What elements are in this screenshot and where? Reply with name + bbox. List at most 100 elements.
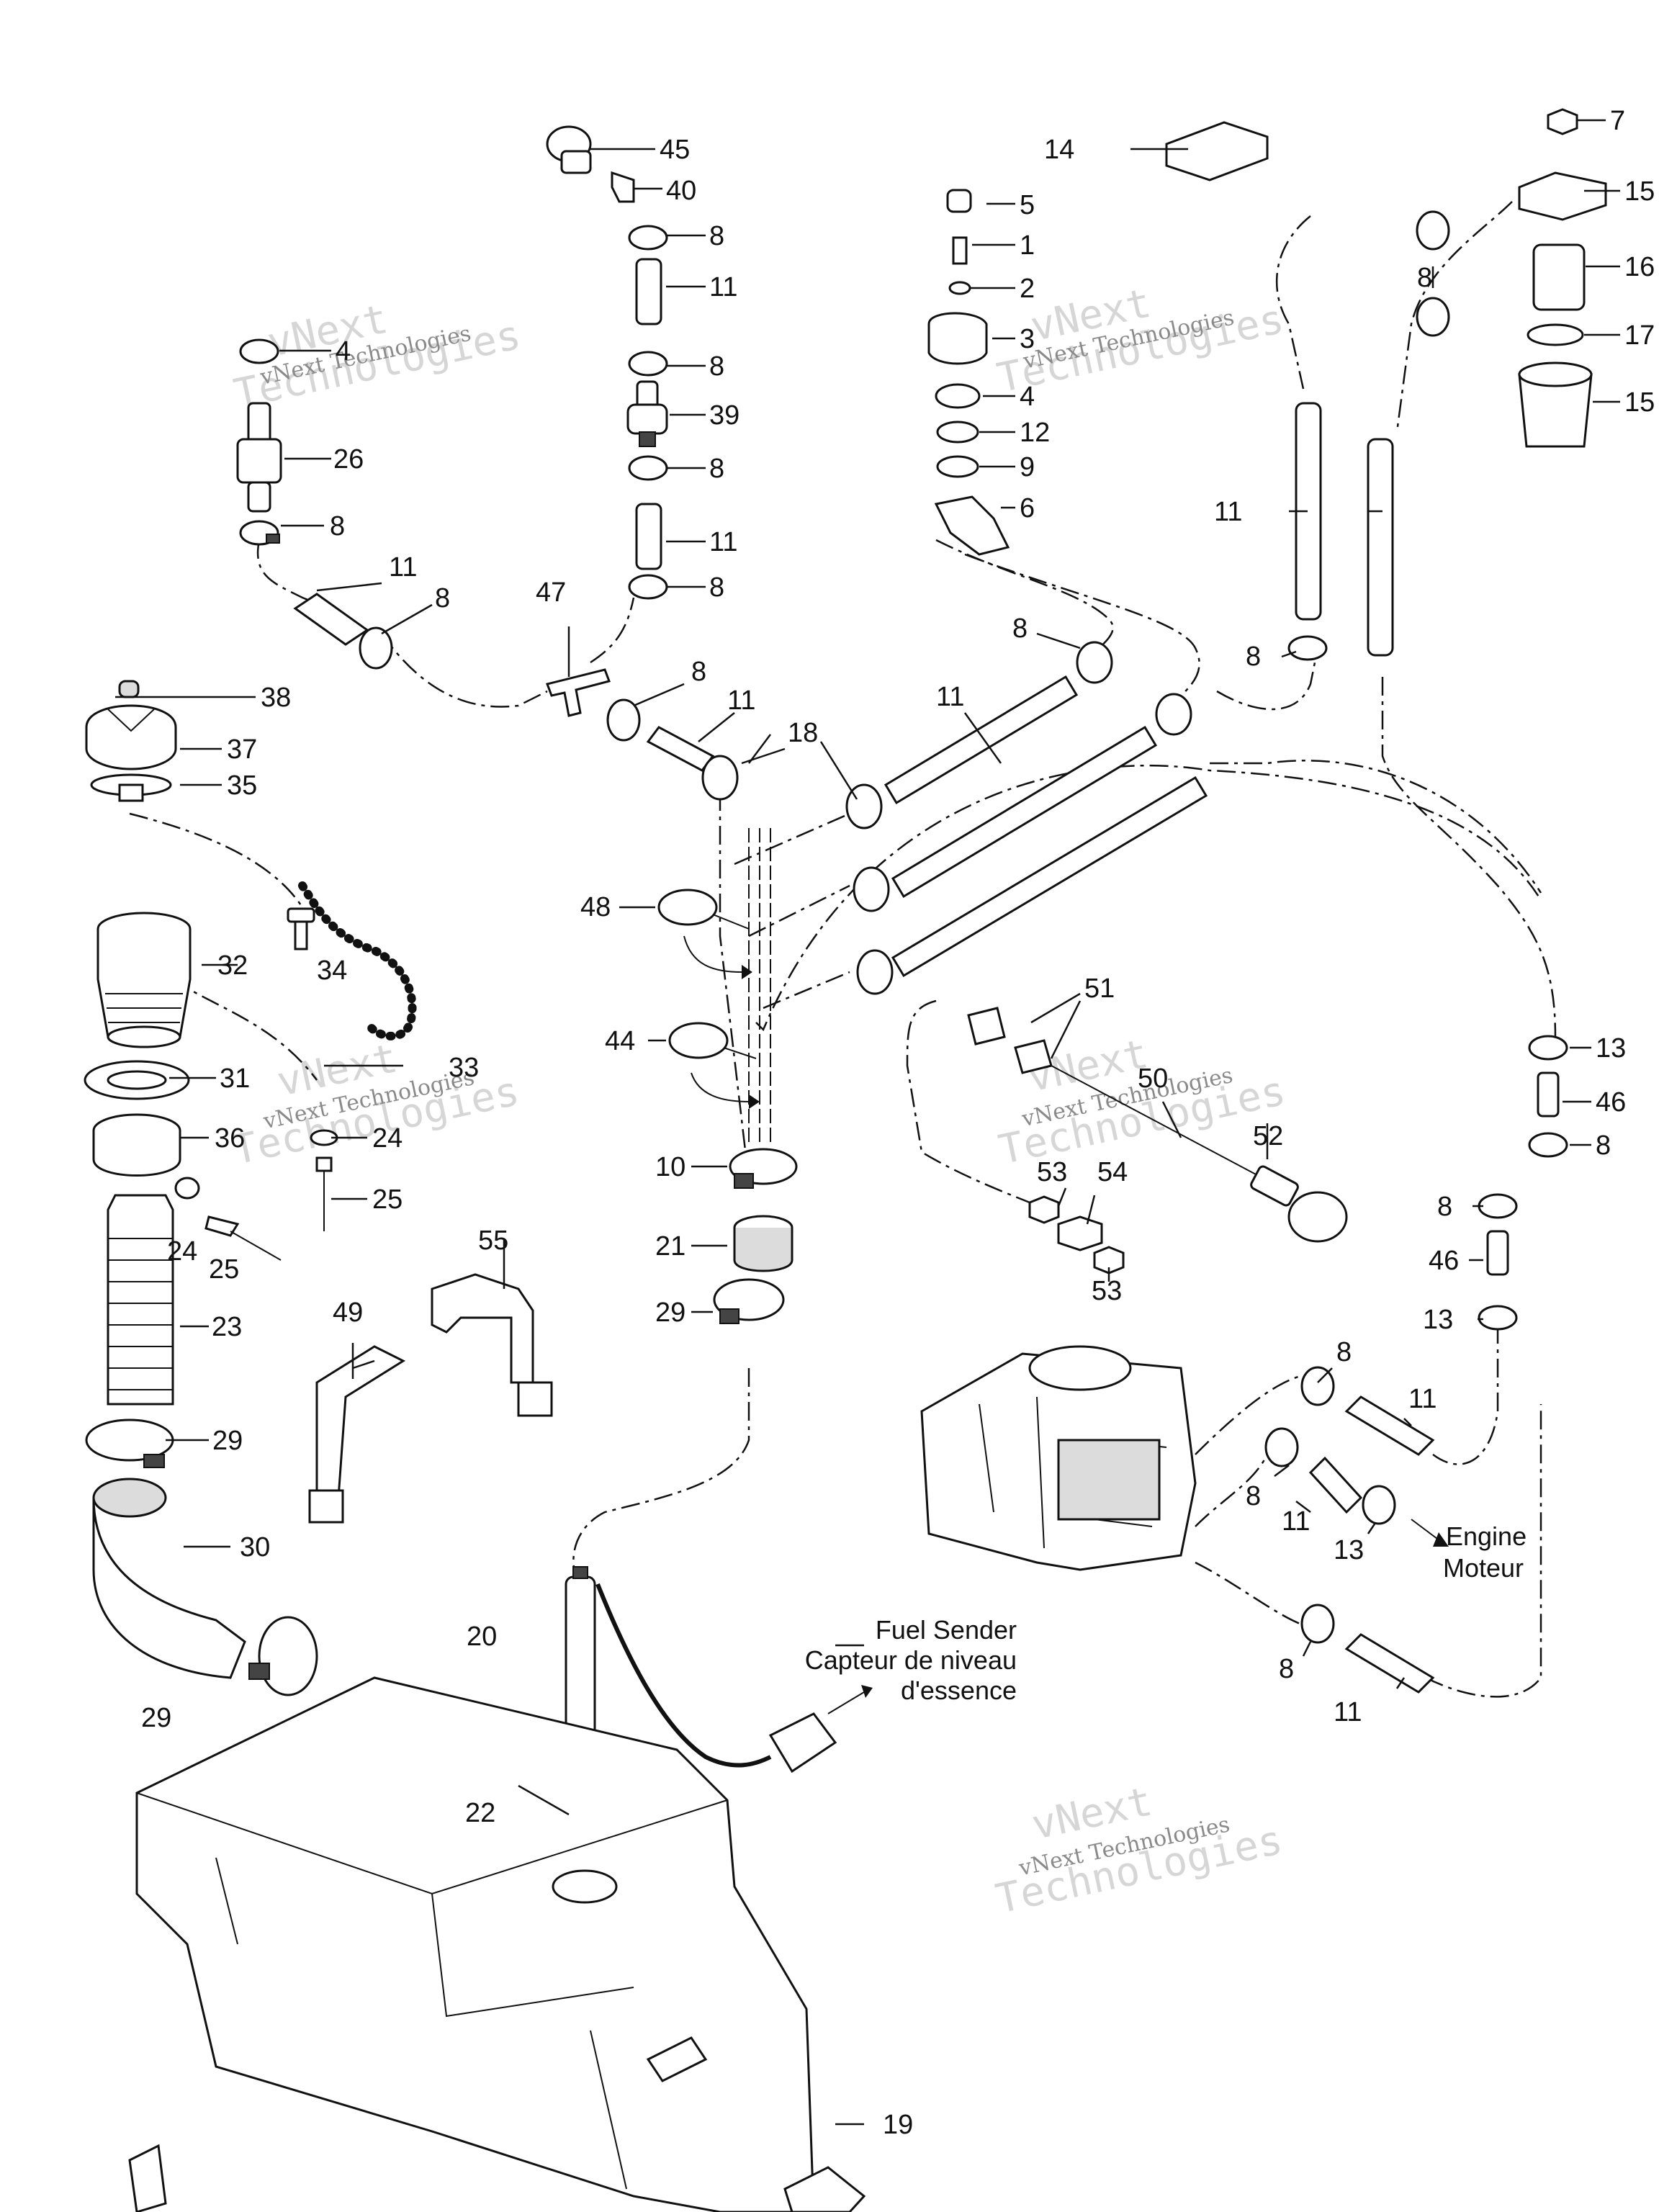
clamp-8ra-band — [1528, 1132, 1568, 1158]
part-label-8: 8 — [1246, 1481, 1261, 1511]
carburetor-pump — [1057, 1439, 1161, 1521]
route-line — [1210, 760, 1542, 894]
part-label-51: 51 — [1084, 974, 1115, 1004]
route-line — [719, 792, 750, 1182]
part-label-1: 1 — [1020, 230, 1035, 261]
gasket-31 — [84, 1060, 190, 1100]
screw-1 — [952, 236, 968, 265]
clamp-29c-screw — [719, 1308, 739, 1324]
part-label-11: 11 — [1214, 497, 1242, 527]
part-label-8: 8 — [691, 657, 706, 687]
nut-36 — [92, 1113, 181, 1177]
sender-20-terminals — [572, 1566, 588, 1579]
part-label-22: 22 — [465, 1798, 495, 1828]
grommet-21 — [733, 1215, 793, 1272]
arrow-icon — [861, 1685, 873, 1698]
fuel-filler-cap-37 — [85, 704, 177, 770]
strap-44-loop — [668, 1022, 729, 1059]
fuel-sender-note-line2: Capteur de niveau — [805, 1645, 1017, 1675]
part-label-25: 25 — [372, 1184, 403, 1215]
carburetor-throat — [1028, 1345, 1132, 1391]
nut-53-b — [1093, 1246, 1125, 1274]
part-label-15: 15 — [1624, 176, 1655, 207]
part-label-32: 32 — [217, 950, 248, 981]
strap-49 — [308, 1345, 406, 1524]
elbow-hose-30 — [92, 1478, 246, 1679]
fuel-line-routing — [129, 201, 1557, 1698]
carburetor — [920, 1345, 1197, 1571]
part-label-21: 21 — [655, 1231, 685, 1262]
clamp-8-c5 — [606, 698, 641, 742]
route-line — [1395, 201, 1513, 433]
route-line — [1425, 1404, 1542, 1698]
part-label-10: 10 — [655, 1152, 685, 1182]
part-label-8: 8 — [1437, 1192, 1452, 1222]
valve-39-body — [626, 403, 668, 435]
leader-group — [1274, 1046, 1591, 1689]
part-label-24: 24 — [167, 1236, 197, 1267]
part-label-16: 16 — [1624, 252, 1655, 282]
nut-4 — [935, 383, 981, 409]
clamp-8-left-b — [359, 626, 393, 670]
tee-47-shape — [546, 668, 611, 717]
hose-long-2-shape — [891, 725, 1158, 899]
hose-bundle-lines — [748, 828, 771, 1145]
route-line — [906, 999, 1030, 1204]
leader-group — [590, 148, 706, 588]
primer-45-base — [560, 150, 592, 174]
part-label-48: 48 — [580, 892, 611, 922]
hose-11cc-shape — [1344, 1633, 1435, 1694]
clamp-13b-band — [1478, 1305, 1518, 1331]
route-line — [748, 884, 850, 938]
nut-53a-shape — [1028, 1195, 1060, 1224]
route-line — [964, 553, 1200, 699]
clamp-8cb-band — [1264, 1427, 1299, 1467]
knob-52-collar — [1250, 1165, 1299, 1207]
clamp-8-c3 — [628, 455, 668, 481]
route-line — [755, 764, 1542, 1032]
clamp-8c1-band — [628, 225, 668, 251]
washer-12 — [936, 421, 979, 444]
clamp-29-centre — [713, 1278, 785, 1324]
clamp-8r3-band — [1287, 635, 1328, 661]
clamp-29-screw — [143, 1454, 165, 1468]
route-line — [1216, 647, 1319, 711]
hose-11-r2 — [1367, 438, 1394, 657]
route-line — [935, 539, 1114, 656]
engine-note-line1: Engine — [1446, 1521, 1527, 1551]
knob-cap-5 — [946, 189, 972, 213]
clamp-8c3-band — [628, 455, 668, 481]
screw-34-head — [287, 907, 315, 923]
part-label-37: 37 — [227, 734, 257, 765]
part-label-8: 8 — [1596, 1130, 1611, 1161]
connector-46-b — [1486, 1230, 1509, 1276]
bracket-14-shape — [1165, 121, 1269, 181]
part-label-26: 26 — [333, 444, 364, 475]
clamp-18-c — [853, 866, 890, 912]
clamp-10 — [729, 1148, 798, 1189]
strap-49-shape — [315, 1345, 406, 1499]
clamp-18-a — [701, 755, 739, 801]
gasket-51b-shape — [1014, 1039, 1053, 1074]
nut-53b-shape — [1093, 1246, 1125, 1274]
filter-element-16 — [1532, 243, 1586, 311]
head-15-shape — [1518, 171, 1607, 221]
route-line — [380, 633, 548, 708]
part-label-18: 18 — [788, 718, 818, 748]
clamp-8-c4 — [628, 574, 668, 600]
filter-26-bottom — [247, 481, 271, 513]
tank-19-bracket — [128, 2144, 167, 2212]
part-label-2: 2 — [1020, 274, 1035, 304]
neck-32-thread — [105, 993, 183, 1023]
clamp-8r1-band — [1416, 210, 1450, 251]
part-label-4: 4 — [1020, 382, 1035, 412]
washer-12-shape — [936, 421, 979, 444]
neck-32-body — [96, 929, 192, 1038]
strap-49-buckle — [308, 1489, 344, 1524]
rivet-25-upper-head — [315, 1156, 333, 1172]
part-label-8: 8 — [1279, 1654, 1294, 1684]
part-label-29: 29 — [141, 1703, 171, 1733]
bracket-14 — [1165, 121, 1269, 181]
hose-30-mouth — [92, 1478, 167, 1518]
rivet-25-lower-head — [204, 1215, 240, 1237]
